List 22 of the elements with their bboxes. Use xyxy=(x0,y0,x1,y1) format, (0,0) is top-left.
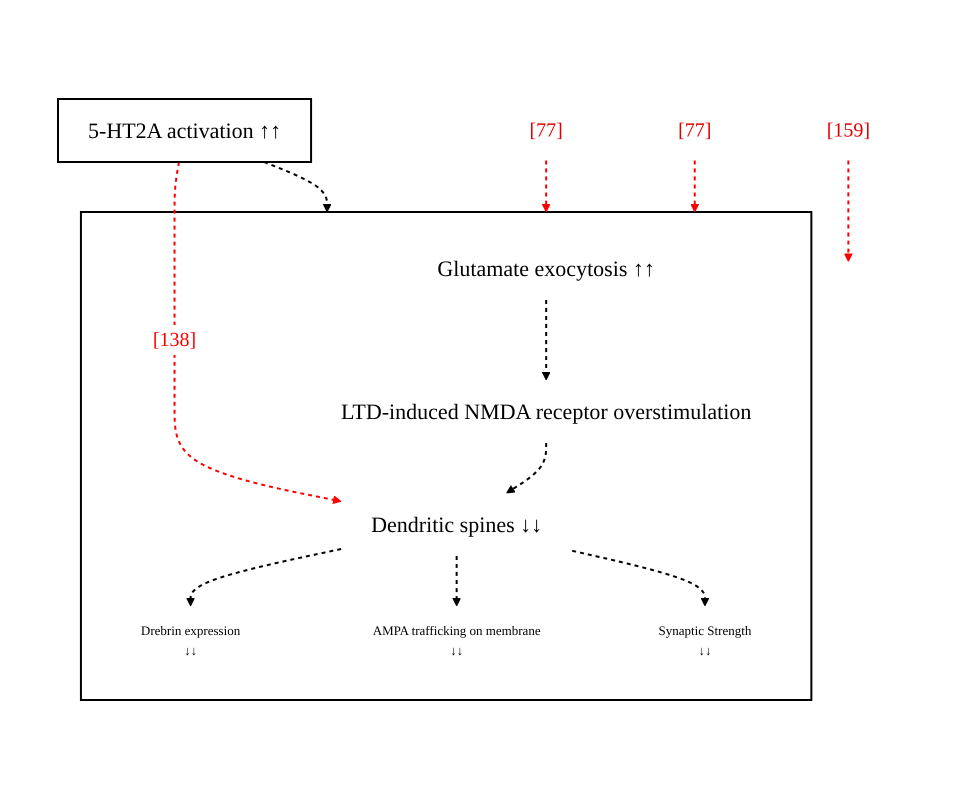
arrow xyxy=(690,160,700,212)
arrow xyxy=(506,442,548,493)
cluster xyxy=(80,210,812,700)
node-text: AMPA trafficking on membrane ↓↓ xyxy=(372,622,541,657)
node-box: 5-HT2A activation ↑↑ xyxy=(56,98,312,162)
arrow xyxy=(542,160,551,212)
arrow xyxy=(844,160,853,262)
arrow xyxy=(186,548,342,606)
arrow xyxy=(452,556,462,606)
node-text: [77] xyxy=(678,119,712,141)
node-text: Drebrin expression ↓↓ xyxy=(140,622,240,657)
node-text: LTD-induced NMDA receptor overstimulation xyxy=(340,398,752,424)
node-text: Dendritic spines ↓↓ xyxy=(371,512,542,536)
arrow xyxy=(174,161,342,504)
node-text: Synaptic Strength ↓↓ xyxy=(658,622,752,657)
arrow xyxy=(264,160,332,212)
arrow xyxy=(542,300,551,380)
node-text: [159] xyxy=(826,119,870,141)
node-text: [77] xyxy=(529,119,563,141)
arrow xyxy=(572,549,710,606)
edge-label: [138] xyxy=(152,328,196,350)
node-text: Glutamate exocytosis ↑↑ xyxy=(437,256,655,280)
